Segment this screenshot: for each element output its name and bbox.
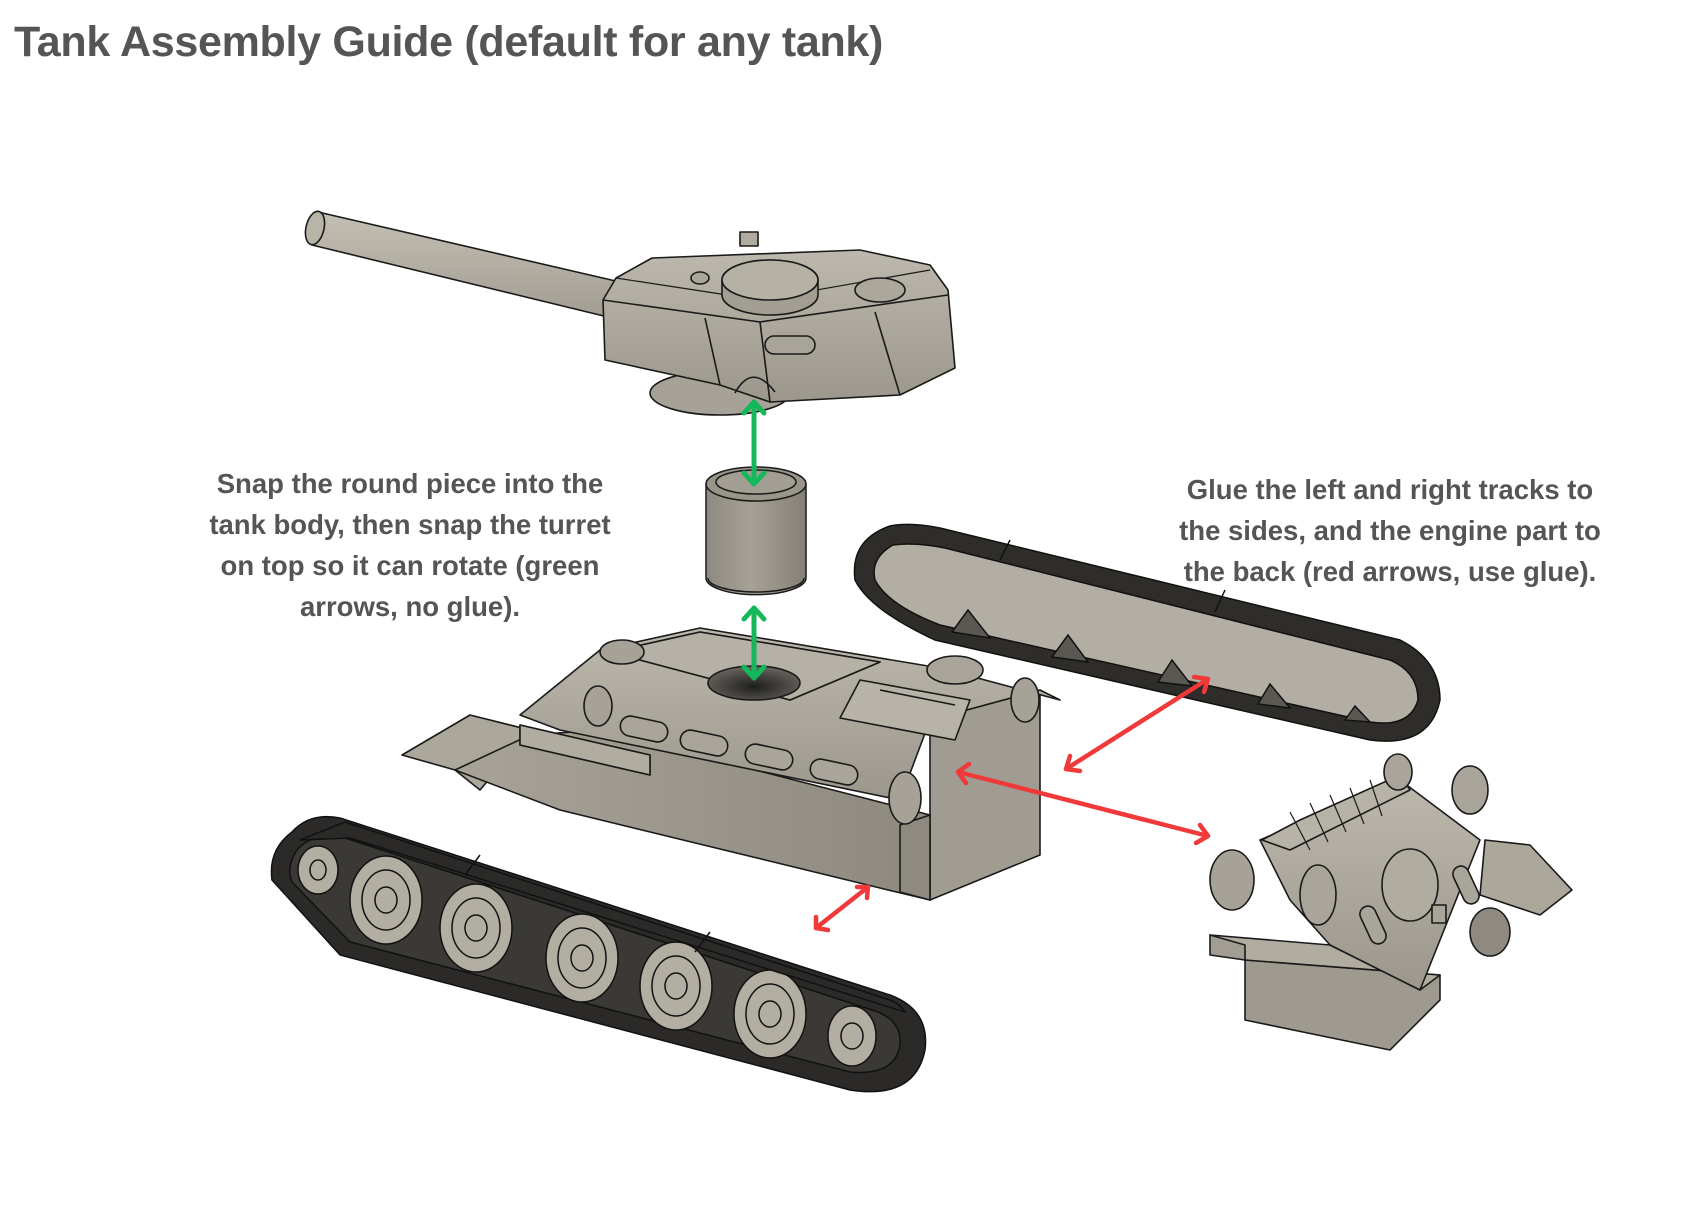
hull [401,627,1061,901]
road-wheel [439,883,513,973]
snap-arrows [741,399,767,681]
snap-arrow-turret [741,399,767,487]
caption-line: arrows, no glue). [299,591,521,622]
glue-arrow-engine [955,761,1211,846]
road-wheel [733,969,807,1059]
gun-barrel [304,210,621,319]
left-track [270,815,927,1093]
road-wheel [827,1005,877,1067]
road-wheels [297,845,877,1067]
caption-line: the back (red arrows, use glue). [1183,556,1597,587]
glue-arrow-right-track [1063,674,1211,774]
engine [1209,753,1573,1051]
turret [304,210,956,416]
road-wheel [545,913,619,1003]
road-wheel [349,855,423,945]
glue-arrow-left-track [813,884,871,933]
snap-arrow-hull [741,605,767,681]
snap-instructions: Snap the round piece into the tank body,… [160,463,660,627]
turret-ring [705,466,807,596]
caption-line: on top so it can rotate (green [220,550,600,581]
caption-line: Snap the round piece into the [216,468,604,499]
road-wheel [297,845,339,895]
caption-line: tank body, then snap the turret [209,509,611,540]
glue-arrows [813,674,1211,933]
caption-line: the sides, and the engine part to [1179,515,1601,546]
caption-line: Glue the left and right tracks to [1186,474,1594,505]
glue-instructions: Glue the left and right tracks to the si… [1120,469,1660,592]
right-track [853,523,1441,742]
road-wheel [639,941,713,1031]
page-title: Tank Assembly Guide (default for any tan… [14,18,884,66]
